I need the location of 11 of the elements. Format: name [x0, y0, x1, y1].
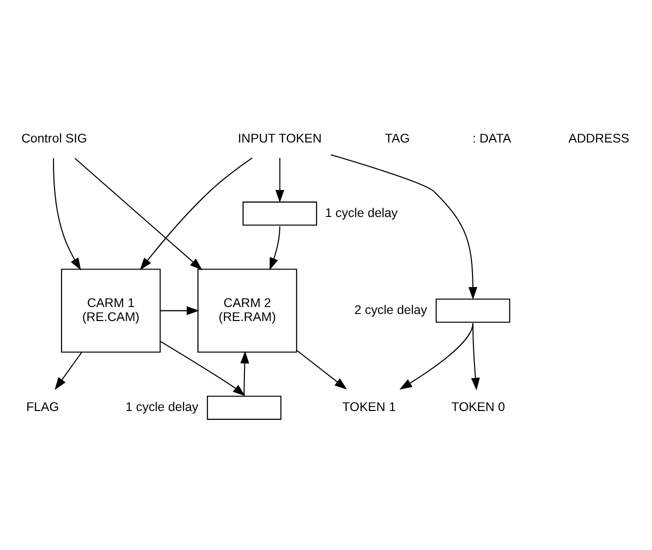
node-text: Control SIG	[21, 131, 88, 146]
label: : DATA	[472, 131, 512, 146]
label: ADDRESS	[568, 131, 630, 146]
node-text: INPUT TOKEN	[238, 131, 322, 146]
node-text: TOKEN 0	[451, 400, 505, 414]
node-text: TOKEN 1	[342, 400, 396, 414]
node-label: 2 cycle delay	[354, 302, 428, 317]
node-label: 1 cycle delay	[126, 400, 198, 414]
label: TAG	[384, 131, 410, 146]
node-label: 1 cycle delay	[324, 206, 398, 220]
node-text: FLAG	[26, 400, 60, 414]
